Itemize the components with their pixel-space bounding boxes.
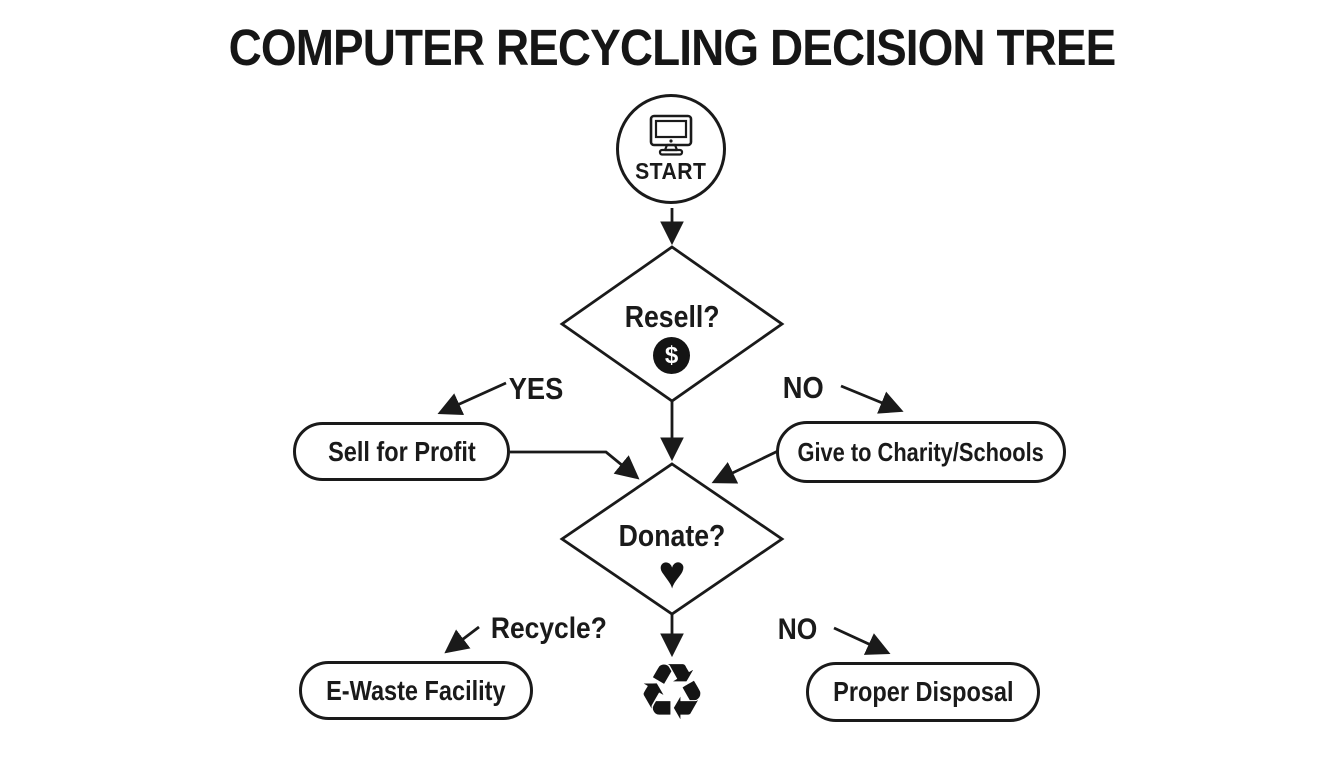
- arrow-yes-branch: [437, 381, 507, 415]
- outcome-sell-for-profit: Sell for Profit: [293, 422, 510, 481]
- outcome-ewaste-facility: E-Waste Facility: [299, 661, 533, 720]
- outcome-label: Proper Disposal: [832, 676, 1014, 707]
- recycle-icon: ♻: [637, 648, 707, 736]
- arrow-sell-to-donate: [510, 450, 640, 480]
- start-label: START: [635, 158, 707, 184]
- heart-icon: ♥: [658, 546, 686, 598]
- edge-label-yes: YES: [508, 371, 564, 406]
- page-title: COMPUTER RECYCLING DECISION TREE: [228, 19, 1117, 76]
- donate-decision-label: Donate?: [618, 518, 726, 553]
- start-node: START: [616, 94, 726, 204]
- edge-label-recycle: Recycle?: [490, 612, 607, 645]
- outcome-label: Give to Charity/Schools: [797, 436, 1045, 467]
- resell-decision-label: Resell?: [624, 299, 720, 334]
- arrow-recycle-branch: [444, 625, 480, 654]
- edge-label-no-bottom: NO: [777, 613, 817, 646]
- computer-monitor-icon: [649, 114, 693, 156]
- outcome-label: Sell for Profit: [327, 435, 476, 467]
- outcome-label: E-Waste Facility: [326, 674, 506, 706]
- donate-diamond-shape: [559, 462, 785, 616]
- arrow-no-branch-top: [840, 384, 904, 414]
- edge-label-no-top: NO: [782, 370, 824, 405]
- resell-diamond-shape: [559, 245, 785, 403]
- arrow-no-branch-bottom: [833, 626, 891, 655]
- outcome-proper-disposal: Proper Disposal: [806, 662, 1040, 722]
- arrow-charity-to-donate: [711, 449, 779, 484]
- dollar-icon: $: [653, 337, 690, 374]
- outcome-give-to-charity: Give to Charity/Schools: [776, 421, 1066, 483]
